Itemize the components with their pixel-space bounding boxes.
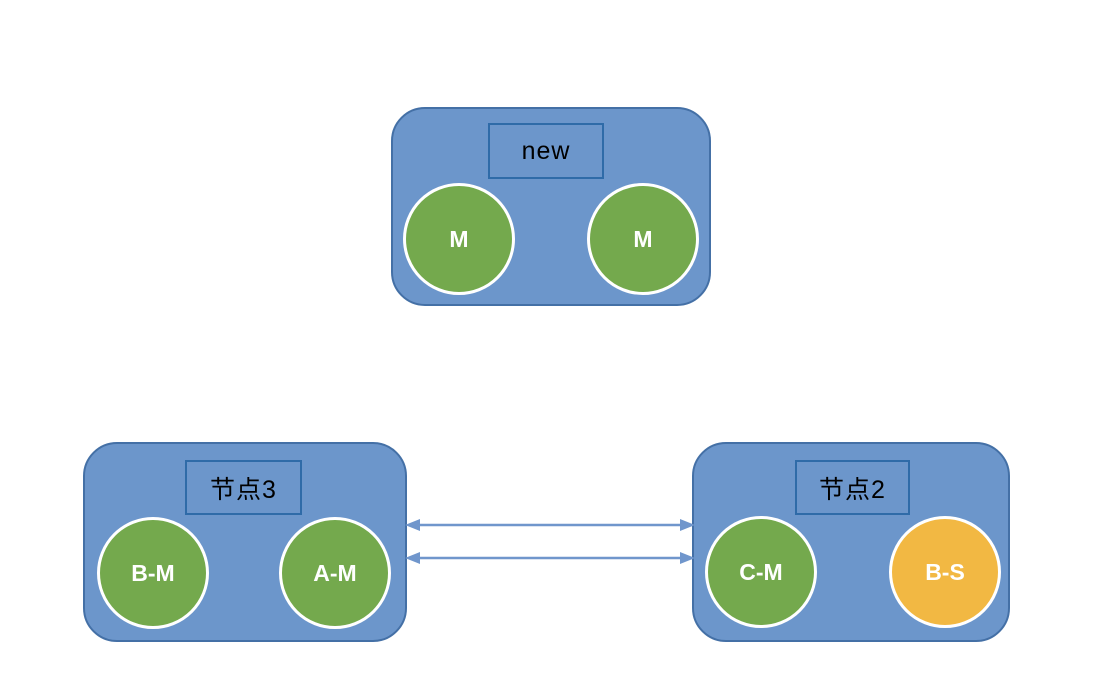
circle-c-m: C-M	[705, 516, 817, 628]
node-2: 节点2 C-M B-S	[692, 442, 1010, 642]
circle-m-left-label: M	[449, 225, 469, 252]
circle-b-s: B-S	[889, 516, 1001, 628]
node-3-label-box: 节点3	[185, 460, 302, 515]
arrow-top	[405, 519, 695, 531]
circle-a-m: A-M	[279, 517, 391, 629]
circle-m-left: M	[403, 183, 515, 295]
circle-b-s-label: B-S	[925, 558, 965, 585]
node-3-label: 节点3	[210, 475, 277, 504]
arrow-bottom	[405, 552, 695, 564]
circle-b-m: B-M	[97, 517, 209, 629]
node-2-label: 节点2	[819, 475, 886, 504]
node-new: new M M	[391, 107, 711, 306]
node-2-label-box: 节点2	[795, 460, 910, 515]
circle-m-right-label: M	[633, 225, 653, 252]
circle-m-right: M	[587, 183, 699, 295]
bidirectional-arrows	[405, 519, 695, 564]
circle-a-m-label: A-M	[313, 559, 357, 586]
circle-c-m-label: C-M	[739, 558, 783, 585]
node-new-label: new	[521, 136, 571, 165]
node-new-label-box: new	[488, 123, 604, 179]
node-3: 节点3 B-M A-M	[83, 442, 407, 642]
circle-b-m-label: B-M	[131, 559, 175, 586]
